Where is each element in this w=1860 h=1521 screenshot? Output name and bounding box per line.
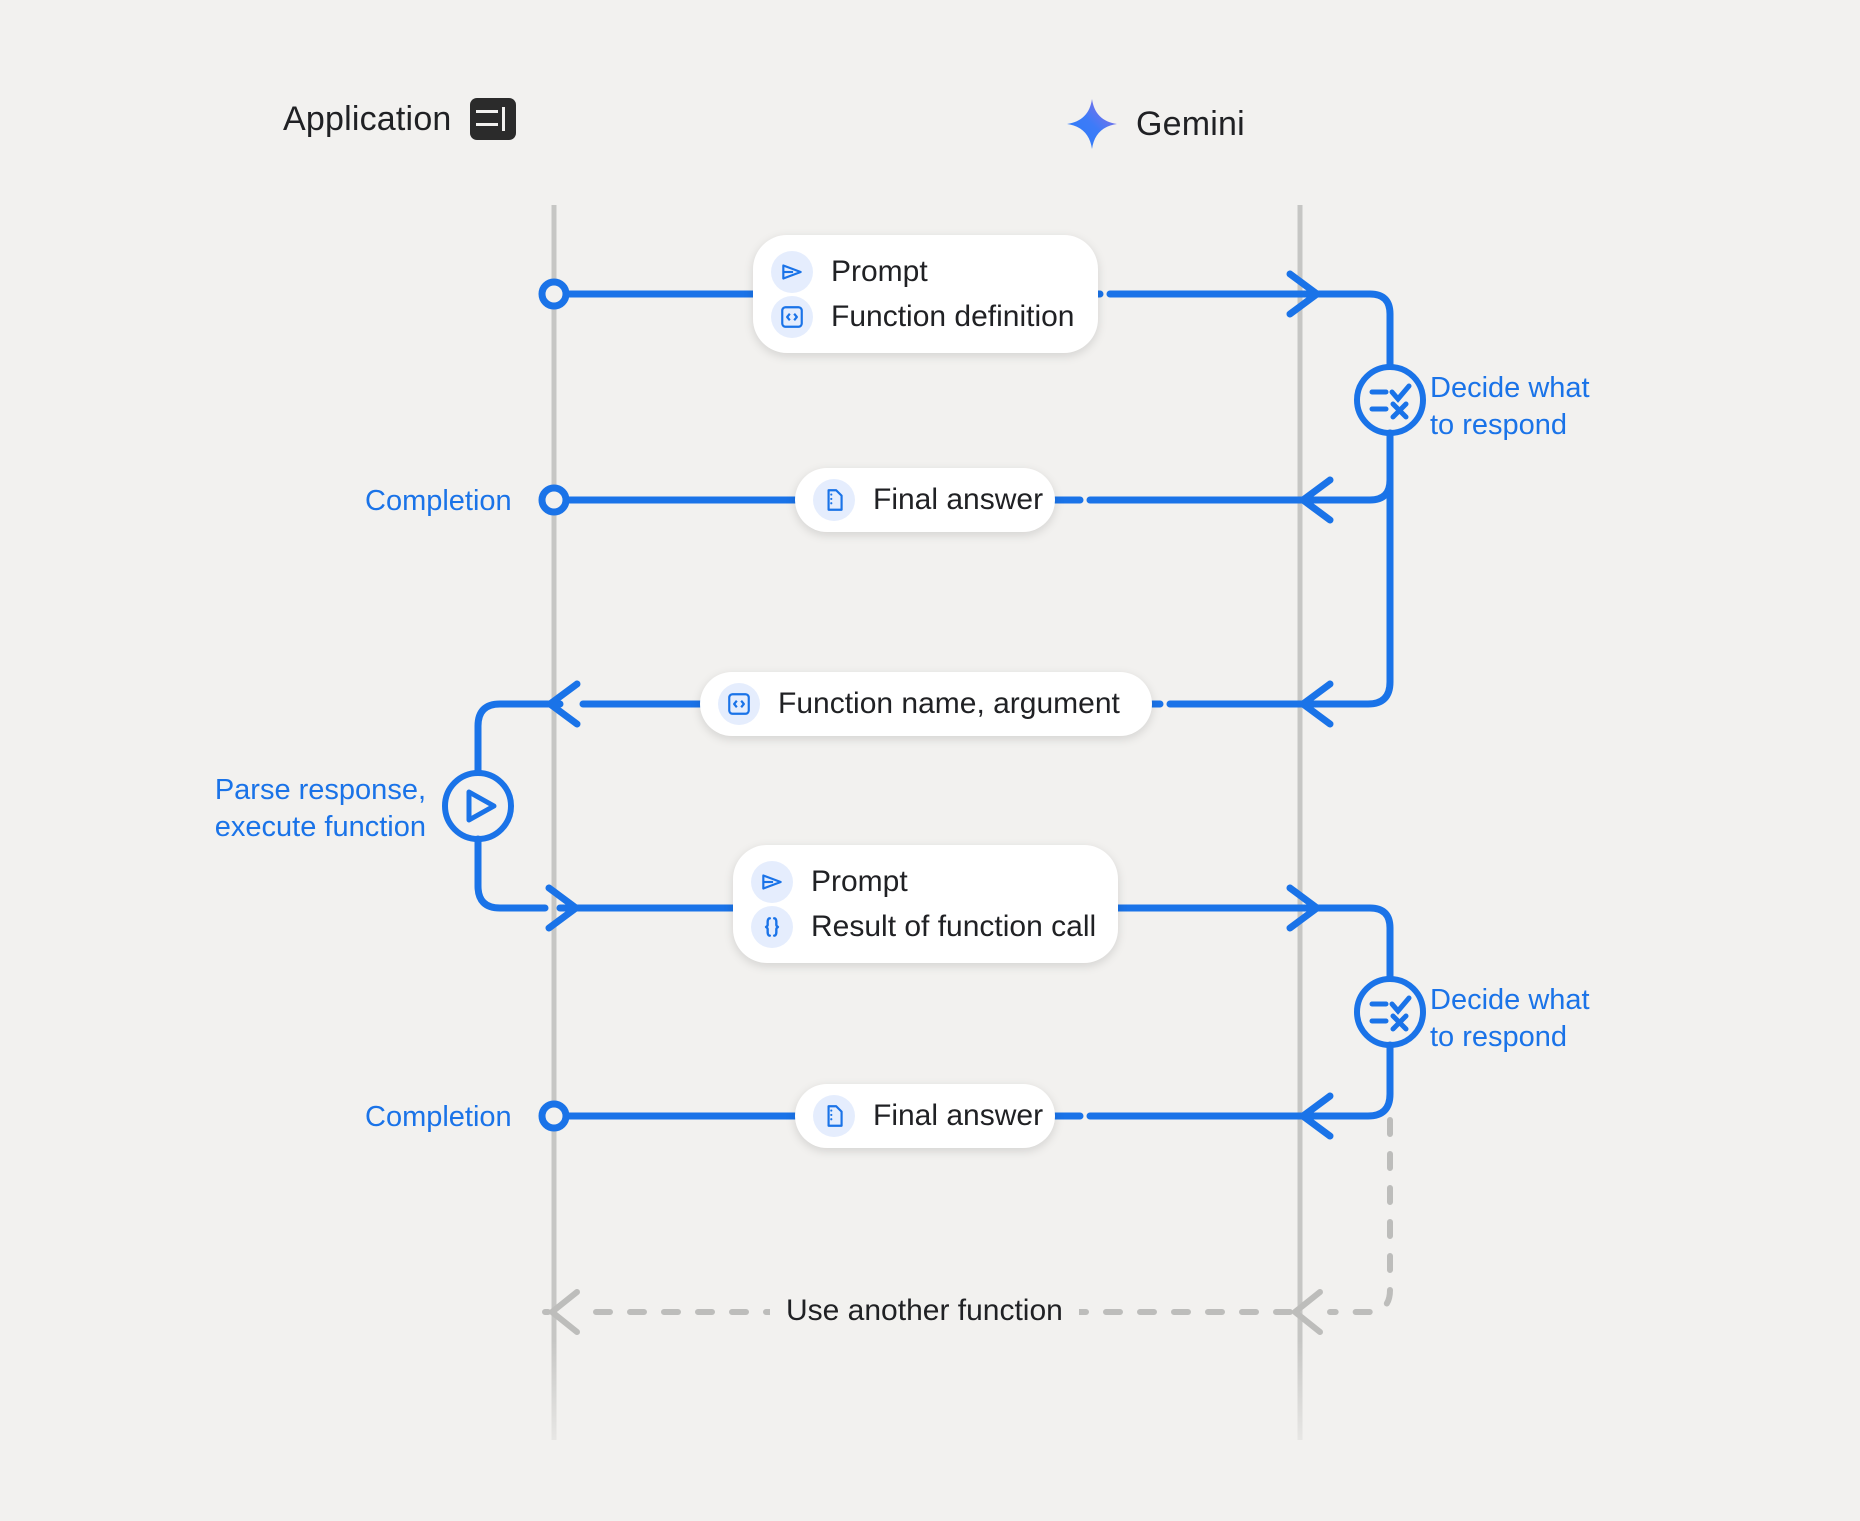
play-circle-icon [466, 789, 497, 823]
wire-loop-dashed [542, 1117, 1393, 1315]
arrowhead-into-execute [546, 680, 581, 728]
send-icon [771, 250, 813, 293]
decide-caption-2: Decide what to respond [1430, 984, 1590, 1054]
send-icon [751, 860, 793, 903]
message-card-function-name-argument[interactable]: Function name, argument [700, 672, 1152, 736]
message-row: Function name, argument [718, 683, 1126, 725]
lane-header-gemini: Gemini [1066, 98, 1245, 150]
code-brackets-icon [718, 683, 760, 725]
arrowhead-to-app-2 [1299, 680, 1334, 728]
message-card-final-answer-1[interactable]: Final answer [795, 468, 1055, 532]
completion-dot-2 [538, 1100, 570, 1132]
arrowhead-to-app-3 [1299, 1092, 1334, 1140]
arrowhead-loop-app [549, 1289, 580, 1335]
decide-caption-1: Decide what to respond [1430, 372, 1590, 442]
origin-dot-1 [538, 278, 570, 310]
document-icon [813, 479, 855, 521]
message-card-final-answer-2[interactable]: Final answer [795, 1084, 1055, 1148]
message-card-prompt-function-definition[interactable]: Prompt Function definition [753, 235, 1098, 353]
gemini-sparkle-icon [1066, 98, 1118, 150]
decide-node-1-circle [1354, 364, 1426, 436]
execute-node-circle [442, 770, 514, 842]
checklist-decide-icon-1 [1369, 383, 1412, 420]
message-row: Function definition [771, 294, 1075, 339]
arrowhead-to-app-1 [1299, 476, 1334, 524]
message-label: Result of function call [811, 909, 1097, 943]
message-row: Final answer [813, 1095, 1043, 1137]
curly-braces-icon [751, 905, 793, 948]
loop-label: Use another function [770, 1294, 1079, 1328]
message-label: Prompt [831, 254, 928, 288]
arrowhead-cross-app-lane [545, 884, 580, 932]
document-icon [813, 1095, 855, 1137]
decide-node-2-circle [1354, 976, 1426, 1048]
arrowhead-to-gemini-1 [1286, 270, 1321, 318]
message-label: Function definition [831, 299, 1075, 333]
completion-dot-1 [538, 484, 570, 516]
arrowhead-loop-gemini [1292, 1289, 1323, 1335]
message-label: Final answer [873, 1099, 1044, 1132]
lane-header-application: Application [283, 98, 516, 140]
wire-function-call-left [474, 700, 564, 776]
message-label: Prompt [811, 864, 908, 898]
completion-label-2: Completion [365, 1101, 512, 1133]
lane-label-application: Application [283, 99, 452, 138]
message-row: Result of function call [751, 904, 1096, 949]
lane-label-gemini: Gemini [1136, 104, 1245, 143]
code-brackets-icon [771, 295, 813, 338]
checklist-decide-icon-2 [1369, 995, 1412, 1032]
message-label: Function name, argument [778, 687, 1120, 720]
message-row: Prompt [771, 249, 1072, 294]
arrowhead-to-gemini-2 [1286, 884, 1321, 932]
app-window-icon [469, 98, 516, 140]
completion-label-1: Completion [365, 485, 512, 517]
message-row: Final answer [813, 479, 1043, 521]
execute-caption: Parse response, execute function [214, 774, 426, 844]
message-card-prompt-result[interactable]: Prompt Result of function call [733, 845, 1118, 963]
message-label: Final answer [873, 483, 1044, 516]
message-row: Prompt [751, 859, 1092, 904]
